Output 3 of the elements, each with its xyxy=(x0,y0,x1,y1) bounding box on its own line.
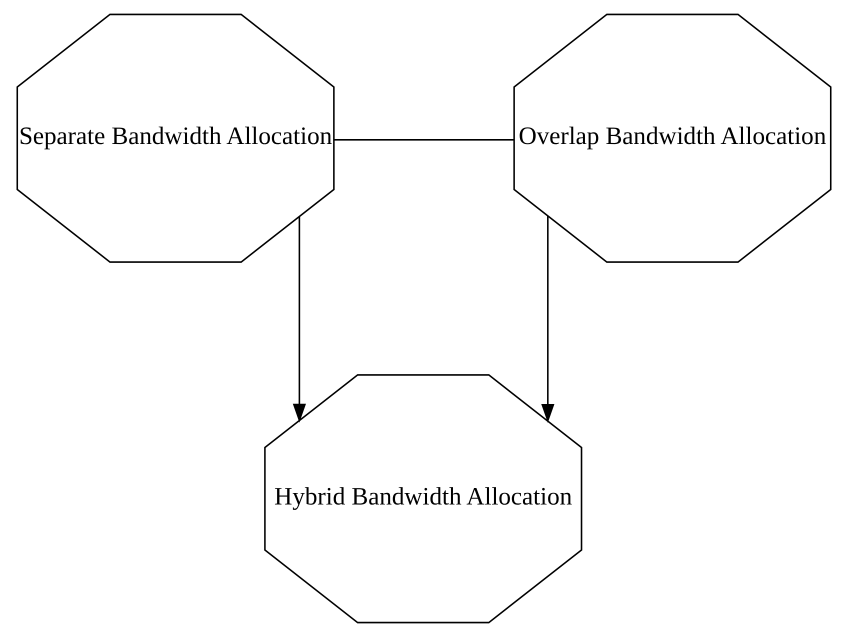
connector xyxy=(334,139,514,141)
arrow xyxy=(292,216,306,423)
arrow xyxy=(541,216,554,423)
